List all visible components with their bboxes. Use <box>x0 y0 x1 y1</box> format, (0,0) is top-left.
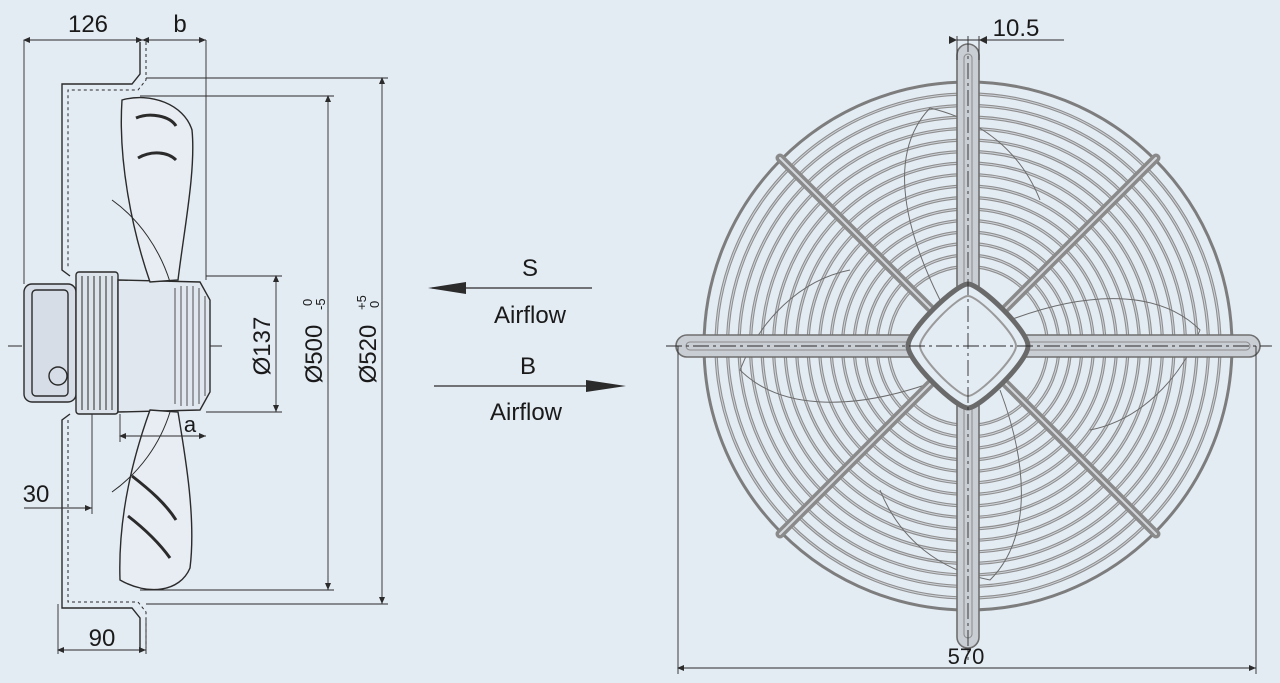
label-30: 30 <box>23 481 50 508</box>
dim-10-5-arrow-left <box>949 36 957 44</box>
front-view <box>666 36 1272 674</box>
label-dia-520: Ø520 <box>355 325 382 384</box>
label-10-5: 10.5 <box>993 15 1040 42</box>
label-dia-500-tol-upper: 0 <box>300 299 315 306</box>
grille-spokes-highlight <box>779 157 1157 535</box>
airflow-b-arrowhead <box>586 380 626 392</box>
label-dia-520-tol-lower: 0 <box>367 301 382 308</box>
label-dia-137-group: Ø137 <box>249 317 276 376</box>
guard-top-outline <box>61 42 141 277</box>
cable-gland <box>48 366 68 386</box>
airflow-s-label: Airflow <box>494 302 567 329</box>
label-126: 126 <box>68 11 108 38</box>
lower-blade-slot-2 <box>127 514 172 559</box>
upper-blade-edge <box>111 199 171 283</box>
label-90: 90 <box>89 625 116 652</box>
front-blade-1 <box>904 107 1041 301</box>
airflow-s-letter: S <box>522 255 538 282</box>
upper-blade-slot-1 <box>135 113 178 127</box>
fan-hub <box>117 279 211 413</box>
dim-10-5-arrow-right <box>979 36 987 44</box>
label-dia-500: Ø500 <box>301 325 328 384</box>
label-dia-500-tol-lower: -5 <box>313 298 328 310</box>
airflow-b-label: Airflow <box>490 399 563 426</box>
front-blade-3 <box>879 389 1022 581</box>
lower-blade-edge <box>111 411 171 493</box>
front-blade-4 <box>739 269 926 403</box>
guard-bottom-outline <box>61 413 141 648</box>
lower-blade <box>119 409 193 591</box>
motor-cap-inner <box>31 289 69 397</box>
label-dia-500-group: Ø500 0 -5 <box>300 298 328 383</box>
label-dia-520-group: Ø520 +5 0 <box>354 295 382 383</box>
airflow-b-letter: B <box>520 353 536 380</box>
hub-ribs <box>174 286 206 406</box>
label-dia-520-tol-upper: +5 <box>354 295 369 310</box>
airflow-s-arrowhead <box>428 282 466 294</box>
label-570: 570 <box>948 644 985 669</box>
label-b: b <box>173 11 186 38</box>
front-blade-2 <box>1009 298 1201 431</box>
label-a: a <box>184 412 197 437</box>
upper-blade <box>120 96 194 283</box>
motor-fins <box>81 276 113 410</box>
label-dia-137: Ø137 <box>249 317 276 376</box>
lower-blade-slot-1 <box>131 474 178 521</box>
guard-top-dashed <box>67 42 147 268</box>
front-blades <box>739 107 1201 581</box>
airflow-legend: S Airflow B Airflow <box>428 255 626 426</box>
upper-blade-slot-2 <box>137 151 178 162</box>
side-view <box>8 37 388 654</box>
